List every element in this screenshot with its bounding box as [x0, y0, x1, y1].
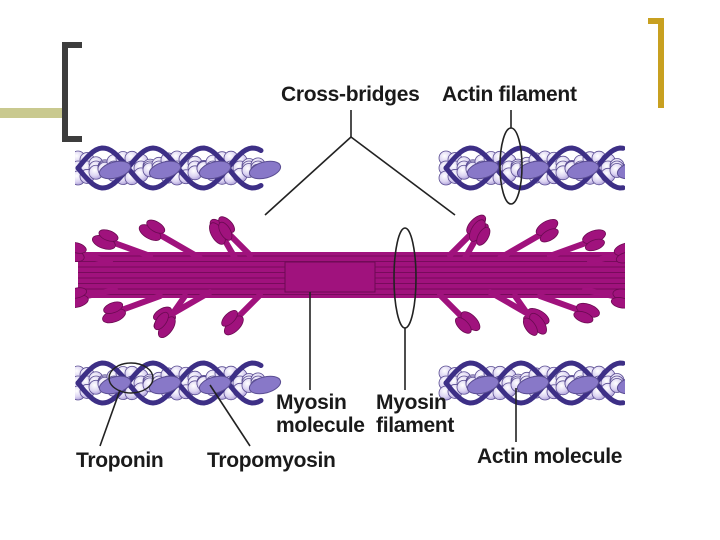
troponin-callout-ellipse [108, 362, 154, 394]
troponin-complex [566, 160, 600, 180]
actin-filament-bottom-right [438, 360, 625, 406]
myosin-cross-bridge-head [547, 229, 606, 259]
myosin-bare-zone [284, 261, 376, 293]
myosin-cross-bridge-head [102, 293, 163, 324]
actin-filament-top-right [438, 145, 625, 191]
actin-filament-label: Actin filament [442, 83, 577, 106]
olive-accent-bar-right [626, 108, 720, 116]
actin-filament-top-left [75, 145, 282, 191]
left-bracket-ornament [62, 42, 82, 142]
myosin-molecule-label-line1: Myosin [276, 391, 347, 414]
myosin-cross-bridge-head [75, 287, 118, 309]
tropomyosin-strand [75, 145, 264, 191]
myosin-cross-bridge-head [462, 219, 491, 261]
troponin-complex [98, 160, 132, 180]
troponin-complex [98, 375, 132, 395]
myosin-cross-bridge-head [497, 219, 559, 261]
myosin-filament-label-line1: Myosin [376, 391, 447, 414]
myosin-cross-bridge-head [153, 293, 188, 339]
myosin-cross-bridge-head [92, 229, 153, 259]
myosin-cross-bridge-head [209, 221, 238, 261]
troponin-complex [516, 375, 550, 395]
myosin-cross-bridge-head [537, 293, 600, 324]
troponin-complex [616, 160, 625, 180]
tropomyosin-strand [75, 360, 264, 406]
cross-bridges-label: Cross-bridges [281, 83, 420, 106]
myosin-filament [75, 214, 625, 339]
myosin-molecule-label-line2: molecule [276, 414, 365, 437]
troponin-complex [516, 160, 550, 180]
myosin-cross-bridge-head [221, 292, 263, 336]
myosin-filament-label-line2: filament [376, 414, 455, 437]
myosin-cross-bridge-head [437, 292, 481, 334]
troponin-complex [248, 375, 282, 395]
actin-filament-bottom-left [75, 360, 282, 406]
troponin-complex [566, 375, 600, 395]
myosin-cross-bridge-head [512, 293, 547, 336]
troponin-complex [248, 160, 282, 180]
troponin-complex [466, 160, 500, 180]
leader-lines [99, 110, 517, 447]
actin-molecule-label: Actin molecule [477, 445, 623, 468]
troponin-complex [616, 375, 625, 395]
myosin-cross-bridge-head [582, 287, 625, 309]
myosin-cross-bridge-head [75, 241, 113, 265]
troponin-complex [198, 375, 232, 395]
troponin-complex [466, 375, 500, 395]
myosin-cross-bridge-head [138, 219, 203, 261]
myosin-cross-bridge-head [587, 242, 625, 265]
olive-accent-bar [0, 108, 62, 118]
troponin-complex [148, 375, 182, 395]
troponin-complex [198, 160, 232, 180]
troponin-label: Troponin [76, 449, 164, 472]
tropomyosin-label: Tropomyosin [207, 449, 336, 472]
troponin-complex [148, 160, 182, 180]
